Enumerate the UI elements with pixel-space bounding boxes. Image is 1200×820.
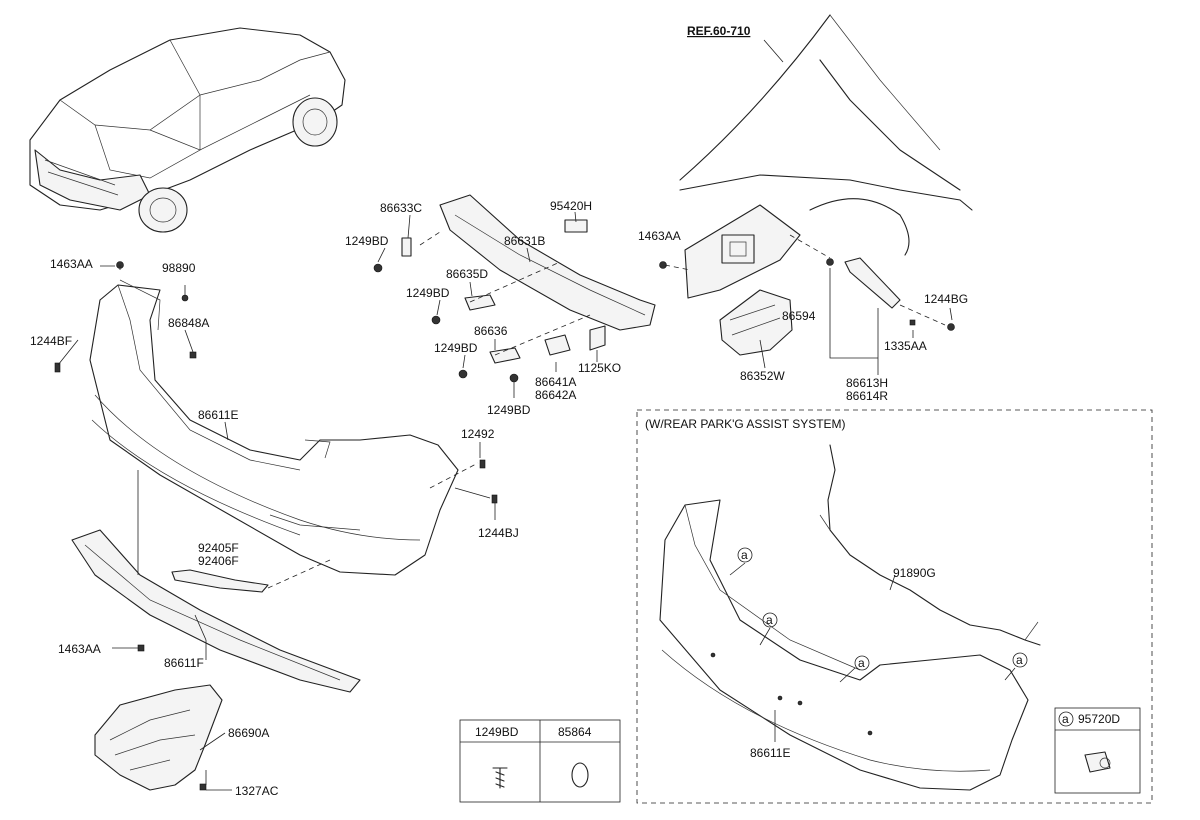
label-86633C: 86633C	[380, 201, 422, 215]
callout-a-4: a	[1016, 653, 1023, 667]
legend-part-number: 95720D	[1078, 712, 1120, 726]
label-1463AA-a: 1463AA	[50, 257, 93, 271]
label-1463AA-b: 1463AA	[58, 642, 101, 656]
reflector	[171, 569, 269, 593]
label-86636: 86636	[474, 324, 508, 338]
inset-box	[636, 409, 1153, 804]
table-header-85864: 85864	[558, 725, 592, 739]
label-1125KO: 1125KO	[578, 361, 621, 375]
label-1244BF: 1244BF	[30, 334, 72, 348]
label-1249BD-d: 1249BD	[487, 403, 531, 417]
side-rail	[844, 257, 901, 309]
ref-label: REF.60-710	[687, 24, 751, 38]
label-86611E-a: 86611E	[198, 408, 238, 422]
label-1463AA-c: 1463AA	[638, 229, 681, 243]
label-91890G: 91890G	[893, 566, 936, 580]
impact-beam	[373, 194, 656, 383]
label-86611E-b: 86611E	[750, 746, 790, 760]
legend-marker: a	[1062, 712, 1069, 726]
label-86642A: 86642A	[535, 388, 576, 402]
callout-markers: a a a a	[737, 547, 1028, 671]
label-86594: 86594	[782, 309, 816, 323]
sensor-harness	[819, 444, 1041, 646]
label-86614R: 86614R	[846, 389, 888, 403]
label-1249BD-c: 1249BD	[434, 341, 478, 355]
label-86631B: 86631B	[504, 234, 545, 248]
label-98890: 98890	[162, 261, 196, 275]
inset-bumper	[659, 499, 1029, 791]
leader-lines	[57, 39, 1016, 791]
label-86613H: 86613H	[846, 376, 888, 390]
label-86611F: 86611F	[164, 656, 204, 670]
parts-table: 1249BD 85864	[459, 719, 621, 803]
label-12492: 12492	[461, 427, 495, 441]
label-1327AC: 1327AC	[235, 784, 279, 798]
label-1249BD-b: 1249BD	[406, 286, 450, 300]
label-86352W: 86352W	[740, 369, 785, 383]
inset-title: (W/REAR PARK'G ASSIST SYSTEM)	[645, 417, 846, 431]
label-86848A: 86848A	[168, 316, 209, 330]
sensor-legend-box: a 95720D	[1054, 707, 1141, 794]
label-95420H: 95420H	[550, 199, 592, 213]
callout-a-3: a	[858, 656, 865, 670]
label-86641A: 86641A	[535, 375, 576, 389]
screw-icon	[492, 767, 508, 789]
under-cover	[94, 684, 223, 791]
label-1335AA: 1335AA	[884, 339, 927, 353]
label-86635D: 86635D	[446, 267, 488, 281]
label-1244BG: 1244BG	[924, 292, 968, 306]
bumper-side-bracket	[684, 204, 801, 356]
callout-a-1: a	[741, 548, 748, 562]
car-illustration	[29, 27, 346, 233]
callout-a-2: a	[766, 613, 773, 627]
label-92405F: 92405F	[198, 541, 239, 555]
label-1249BD-a: 1249BD	[345, 234, 389, 248]
lower-garnish	[71, 529, 361, 693]
fasteners-right	[659, 258, 955, 331]
quarter-panel	[679, 14, 973, 256]
plug-icon	[571, 762, 589, 788]
label-86690A: 86690A	[228, 726, 269, 740]
table-header-1249bd: 1249BD	[475, 725, 519, 739]
label-92406F: 92406F	[198, 554, 239, 568]
rear-bumper-cover	[89, 279, 459, 576]
label-1244BJ: 1244BJ	[478, 526, 519, 540]
